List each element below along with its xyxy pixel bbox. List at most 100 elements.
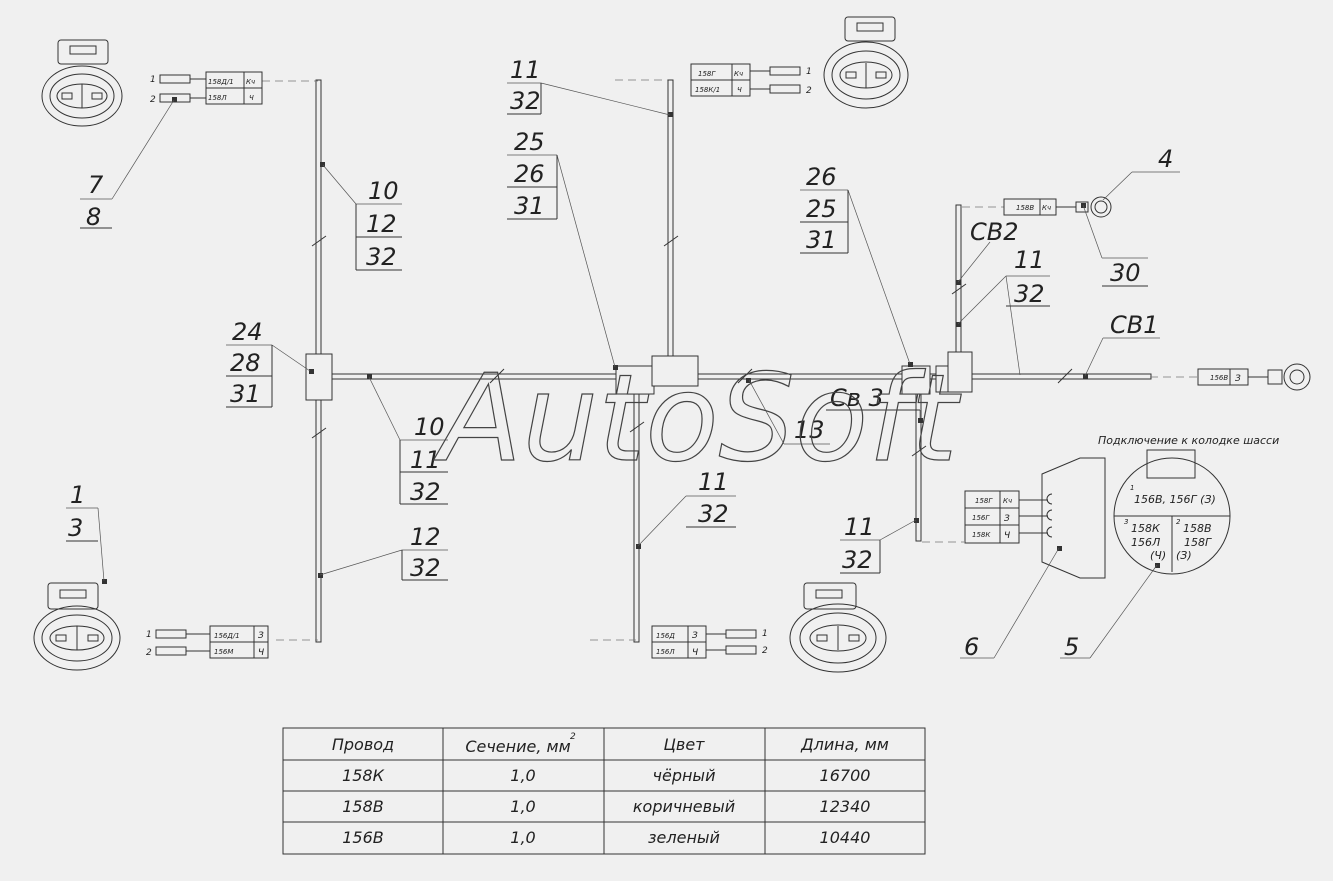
callout-28: 28 [230, 349, 261, 377]
wire-table: Провод Сечение, мм 2 Цвет Длина, мм 158К… [282, 727, 926, 855]
callout-13: 13 [794, 416, 825, 444]
chassis-pin-3-color: (Ч) [1150, 549, 1166, 562]
ring-terminal-top: 158В Кч [1003, 196, 1112, 218]
junction-right-c [947, 351, 973, 393]
cell-length: 12340 [820, 797, 871, 816]
wire-label: 158Г [698, 70, 716, 78]
pin-1-label: 1 [150, 75, 156, 85]
callout-25: 25 [806, 195, 837, 223]
col-header-section: Сечение, мм [465, 737, 570, 756]
chassis-pin-3: 3 [1124, 518, 1128, 526]
chassis-pin-2: 2 [1176, 518, 1181, 526]
ring-terminal-right: 156В З [1197, 363, 1311, 391]
wire-label: 158Д/1 [208, 78, 234, 86]
color-label: Кч [1003, 497, 1012, 505]
callout-30: 30 [1110, 259, 1141, 287]
callout-11: 11 [410, 446, 441, 474]
callout-11: 11 [510, 56, 541, 84]
color-label: Ч [692, 648, 698, 658]
chassis-pin-3-wire-1: 158К [1131, 522, 1161, 535]
wire-label: 158В [1016, 204, 1034, 212]
table-body: 158К 1,0 чёрный 16700 158В 1,0 коричневый 12340… [342, 766, 870, 847]
callout-31: 31 [514, 192, 545, 220]
chassis-pin-1-wires: 156В, 156Г (З) [1134, 493, 1216, 506]
color-label: З [1004, 514, 1010, 524]
tie-points [102, 97, 1160, 584]
chassis-pin-2-wire-1: 158В [1183, 522, 1212, 535]
pin-1-label: 1 [146, 630, 152, 640]
connector-bottom-left: 1 2 156Д/1 З 156М Ч [33, 582, 269, 671]
callout-5: 5 [1064, 633, 1079, 661]
color-label: Ч [258, 648, 264, 658]
callout-32: 32 [698, 500, 729, 528]
callout-31: 31 [230, 380, 261, 408]
pin-1-label: 1 [806, 67, 812, 77]
wire-label: 158Г [975, 497, 993, 505]
pin-2-label: 2 [762, 646, 768, 656]
callout-11: 11 [698, 468, 729, 496]
connector-top-center: 1 2 158Г Кч 158К/1 Ч [690, 16, 909, 109]
cell-section: 1,0 [510, 797, 535, 816]
callout-32: 32 [1014, 280, 1045, 308]
wire-label: 156В [1210, 374, 1228, 382]
wire-label: 156М [214, 648, 233, 656]
callout-25: 25 [514, 128, 545, 156]
wire-label: 158Л [208, 94, 227, 102]
callout-32: 32 [842, 546, 873, 574]
col-header-length: Длина, мм [800, 735, 889, 754]
callout-32: 32 [510, 87, 541, 115]
wire-label: 156Г [972, 514, 990, 522]
wire-label: 156Д/1 [214, 632, 240, 640]
wire-label: 158К/1 [695, 86, 720, 94]
pin-2-label: 2 [806, 86, 812, 96]
chassis-pin-3-wire-2: 156Л [1131, 536, 1160, 549]
block-connector: 158Г Кч 156Г З 158К Ч [964, 457, 1106, 579]
cell-wire: 158В [342, 797, 384, 816]
cell-wire: 156В [342, 828, 384, 847]
watermark: AutoSoft [433, 350, 961, 489]
cell-color: зеленый [648, 828, 720, 847]
wire-label: 158К [972, 531, 991, 539]
color-label: Кч [1042, 204, 1051, 212]
junction-center-top [651, 355, 699, 387]
wire-label: 156Д [656, 632, 675, 640]
color-label: Ч [737, 86, 742, 94]
connector-bottom-center: 1 2 156Д З 156Л Ч [651, 582, 887, 673]
callout-12: 12 [410, 523, 441, 551]
color-label: Кч [246, 78, 255, 86]
callout-10: 10 [414, 413, 445, 441]
cell-wire: 158К [342, 766, 385, 785]
callout-11: 11 [1014, 246, 1045, 274]
color-label: Кч [734, 70, 743, 78]
chassis-caption: Подключение к колодке шасси [1098, 434, 1279, 447]
cell-section: 1,0 [510, 828, 535, 847]
callout-3: 3 [68, 514, 83, 542]
callout-12: 12 [366, 210, 397, 238]
callout-cv3: Св 3 [830, 384, 884, 412]
callout-cv2: СВ2 [970, 218, 1019, 246]
callout-32: 32 [410, 478, 441, 506]
color-label: З [692, 631, 698, 641]
break-marks [311, 235, 1073, 457]
callout-labels: 7 8 10 12 32 11 32 25 26 31 26 25 31 4 3… [66, 56, 1173, 661]
cell-color: коричневый [633, 797, 735, 816]
cell-section: 1,0 [510, 766, 535, 785]
callout-cv1: СВ1 [1110, 311, 1159, 339]
callout-24: 24 [232, 318, 263, 346]
col-header-wire: Провод [332, 735, 394, 754]
color-label: Ч [1004, 531, 1010, 541]
junction-right-a [901, 365, 931, 395]
color-label: Ч [249, 94, 254, 102]
callout-31: 31 [806, 226, 837, 254]
color-label: З [1235, 374, 1241, 384]
dashed-extensions [262, 79, 1198, 641]
callout-10: 10 [368, 177, 399, 205]
cell-length: 16700 [820, 766, 871, 785]
junction-left [305, 353, 333, 401]
leader-lines [66, 82, 1180, 659]
callout-32: 32 [410, 554, 441, 582]
cell-color: чёрный [653, 766, 716, 785]
chassis-pin-1: 1 [1130, 484, 1134, 492]
top-center-branch [667, 79, 674, 381]
